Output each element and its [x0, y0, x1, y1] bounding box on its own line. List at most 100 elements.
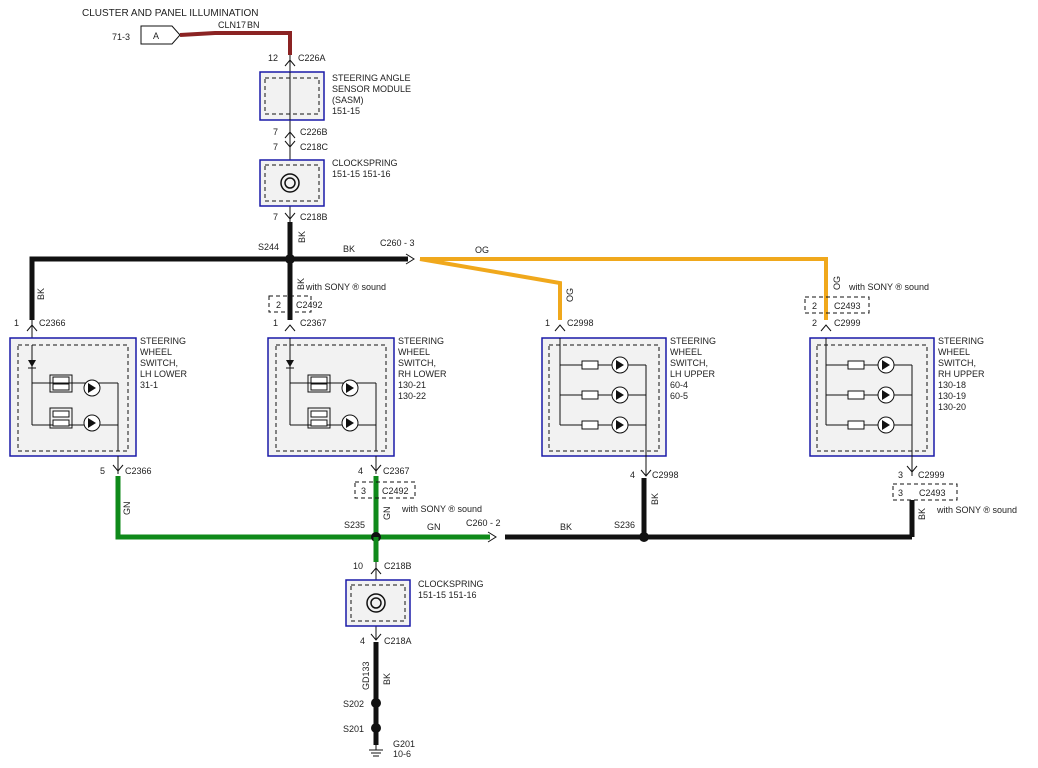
sw4-top-conn: C2999 [834, 318, 861, 328]
sw1-led-2 [83, 414, 101, 432]
sw4-alt-top-conn: C2493 [834, 301, 861, 311]
sw2-bot-pin: 4 [358, 466, 363, 476]
sw3-ref-2: 60-5 [670, 391, 688, 401]
sw2-sony-note-bottom: with SONY ® sound [401, 504, 482, 514]
gd133-bk-label: BK [382, 673, 392, 685]
sw2-bot-connector-icon [370, 464, 382, 472]
sw3-top-conn: C2998 [567, 318, 594, 328]
s201-label: S201 [343, 724, 364, 734]
c260-2-connector-icon [487, 531, 497, 543]
sw3-resistor-1 [581, 360, 599, 370]
c218c-label: C218C [300, 142, 329, 152]
g201-label: G201 [393, 739, 415, 749]
sasm-name-2: SENSOR MODULE [332, 84, 411, 94]
sw2-alt-bot-connector [354, 481, 416, 499]
sw4-bot-connector-icon [906, 465, 918, 473]
top-orange-bus [420, 257, 828, 320]
top-black-bus [29, 256, 408, 320]
sw3-bot-conn: C2998 [652, 470, 679, 480]
c260-2-label: C260 - 2 [466, 518, 501, 528]
sw1-name-2: WHEEL [140, 347, 172, 357]
top-bus-og-label: OG [475, 245, 489, 255]
sw4-resistor-2 [847, 390, 865, 400]
sw3-ref-1: 60-4 [670, 380, 688, 390]
sw1-bot-conn: C2366 [125, 466, 152, 476]
sw4-top-pin: 2 [812, 318, 817, 328]
sw4-alt-bot-pin: 3 [898, 488, 903, 498]
sw4-name-1: STEERING [938, 336, 984, 346]
sw4-name-4: RH UPPER [938, 369, 985, 379]
orange-branch-lh-upper [419, 257, 562, 320]
connector-a-letter: A [153, 31, 159, 41]
sw3-top-wire-label: OG [565, 288, 575, 302]
c218b-top-pin: 7 [273, 212, 278, 222]
sw1-resistor-row-1 [49, 374, 73, 393]
sw2-name-1: STEERING [398, 336, 444, 346]
c218a-label: C218A [384, 636, 412, 646]
clockspring-bottom-refs: 151-15 151-16 [418, 590, 477, 600]
sasm-name-3: (SASM) [332, 95, 364, 105]
sw1-top-conn: C2366 [39, 318, 66, 328]
clockspring-top [259, 159, 325, 207]
sw3-led-2 [611, 386, 629, 404]
c218b-top-connector-icon [284, 212, 296, 220]
c218b-bottom-pin: 10 [353, 561, 363, 571]
clockspring-top-name: CLOCKSPRING [332, 158, 398, 168]
s201-splice [371, 723, 381, 733]
sw4-top-wire-label: OG [832, 276, 842, 290]
sw2-bot-conn: C2367 [383, 466, 410, 476]
circuit-color-bn: BN [247, 20, 260, 30]
sw1-bot-pin: 5 [100, 466, 105, 476]
gd133-label: GD133 [361, 661, 371, 690]
sw3-top-pin: 1 [545, 318, 550, 328]
sw2-circuit [286, 338, 377, 451]
sw3-name-4: LH UPPER [670, 369, 716, 379]
sw4-ref-1: 130-18 [938, 380, 966, 390]
sw3-resistor-2 [581, 390, 599, 400]
sw2-top-wire-label: BK [296, 278, 306, 290]
sw4-alt-bot-connector [892, 483, 958, 501]
sw1-circuit [28, 345, 119, 451]
sw4-module [809, 337, 935, 457]
sw1-top-connector-icon [26, 324, 38, 332]
g201-ref: 10-6 [393, 749, 411, 759]
brown-wire [179, 31, 292, 55]
bk-label-top-drop: BK [297, 231, 307, 243]
sw2-name-2: WHEEL [398, 347, 430, 357]
sw2-resistor-row-1 [307, 374, 331, 393]
sw2-alt-top-conn: C2492 [296, 300, 323, 310]
top-bus-bk-label: BK [343, 244, 355, 254]
sw3-led-1 [611, 356, 629, 374]
c218a-connector-icon [370, 633, 382, 641]
sw2-alt-top-connector [268, 295, 312, 313]
connector-a-flag: A [140, 25, 181, 45]
sw4-sony-note-bottom: with SONY ® sound [936, 505, 1017, 515]
sw4-circuit [825, 338, 913, 456]
sw2-resistor-row-2 [307, 407, 331, 429]
sw2-ref-1: 130-21 [398, 380, 426, 390]
sw1-top-pin: 1 [14, 318, 19, 328]
s236-label: S236 [614, 520, 635, 530]
sw3-resistor-3 [581, 420, 599, 430]
s236-splice [639, 532, 649, 542]
sw4-led-1 [877, 356, 895, 374]
sw1-top-wire-label: BK [36, 288, 46, 300]
sw2-alt-bot-conn: C2492 [382, 486, 409, 496]
sw2-alt-bot-pin: 3 [361, 486, 366, 496]
sw3-name-1: STEERING [670, 336, 716, 346]
clockspring-bottom-name: CLOCKSPRING [418, 579, 484, 589]
sw4-ref-2: 130-19 [938, 391, 966, 401]
c226a-pin: 12 [268, 53, 278, 63]
sw3-name-3: SWITCH, [670, 358, 708, 368]
bottom-bus-gn-label: GN [427, 522, 441, 532]
sw2-alt-top-pin: 2 [276, 300, 281, 310]
sasm-module [259, 71, 325, 121]
sw3-led-3 [611, 416, 629, 434]
c218b-bottom-connector-icon [370, 567, 382, 575]
sw1-name-4: LH LOWER [140, 369, 188, 379]
sw4-bot-conn: C2999 [918, 470, 945, 480]
circuit-cln17: CLN17 [218, 20, 246, 30]
sasm-ref: 151-15 [332, 106, 360, 116]
sw2-top-conn: C2367 [300, 318, 327, 328]
sw3-circuit [559, 338, 647, 456]
